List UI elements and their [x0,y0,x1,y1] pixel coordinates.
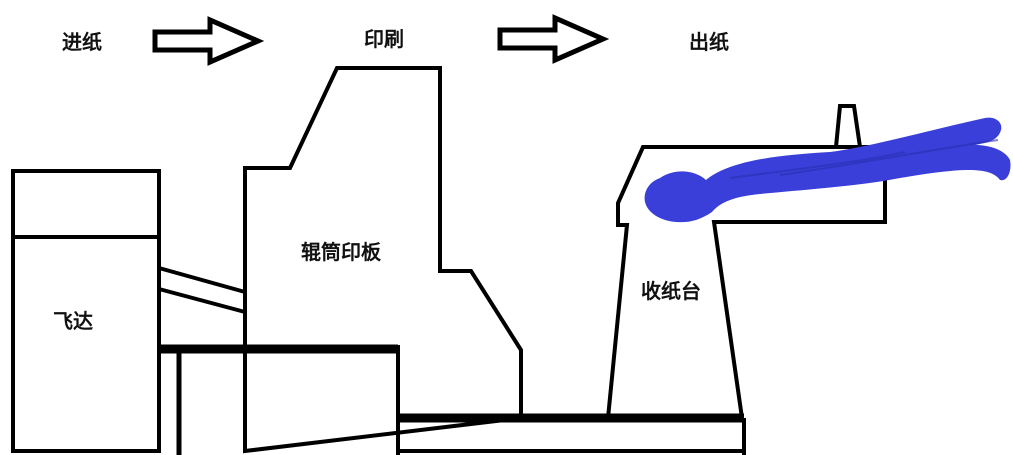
press-body [243,66,523,454]
feeder-body [11,169,161,453]
figure-leg-line [779,139,999,176]
cylinder-plate-label: 辊筒印板 [301,240,382,264]
feed-chute [158,266,246,314]
base-conveyor [398,413,746,455]
feeder-stand [159,344,400,455]
human-figure [644,117,1011,223]
flow-arrow-1 [152,16,265,66]
figure-body [644,117,1011,223]
flow-label-print: 印刷 [364,27,404,51]
figure-arm-line [729,151,906,179]
flow-label-output: 出纸 [689,30,729,54]
flow-arrow-2 [497,14,610,64]
feeder-unit [11,169,161,453]
flow-label-feed: 进纸 [62,30,102,54]
feeder-label: 飞达 [53,309,93,333]
delivery-post [833,104,863,149]
delivery-table-label: 收纸台 [641,279,701,303]
delivery-table [605,145,887,420]
